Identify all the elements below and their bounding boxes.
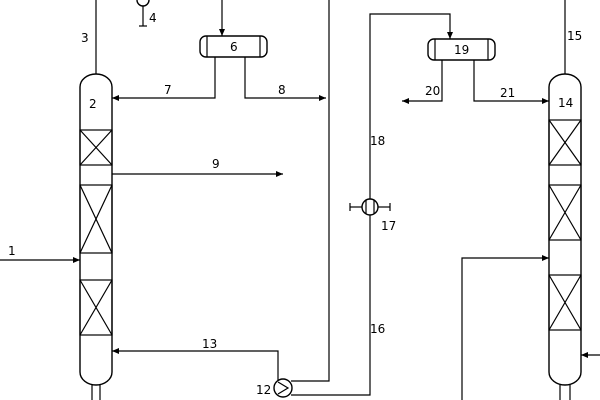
column-2-packing-middle xyxy=(79,184,113,254)
label-2: 2 xyxy=(89,97,97,111)
label-1: 1 xyxy=(8,244,16,258)
column-14-shell xyxy=(548,73,582,386)
label-6: 6 xyxy=(230,40,238,54)
heat-exchanger-12 xyxy=(273,378,293,398)
stream-16-18 xyxy=(291,13,453,396)
label-14: 14 xyxy=(558,96,573,110)
column-2-packing-upper xyxy=(79,129,113,166)
reflux-drum-19 xyxy=(427,38,496,61)
column-14-feed-line xyxy=(461,255,549,400)
stream-7 xyxy=(112,57,216,101)
stream-21 xyxy=(473,60,549,104)
label-16: 16 xyxy=(370,322,385,336)
label-9: 9 xyxy=(212,157,220,171)
stream-9 xyxy=(112,171,283,177)
label-18: 18 xyxy=(370,134,385,148)
stream-13 xyxy=(112,348,279,380)
column-14-packing-upper xyxy=(548,119,582,166)
label-4: 4 xyxy=(149,11,157,25)
label-19: 19 xyxy=(454,43,469,57)
stream-1 xyxy=(0,257,80,263)
reflux-drum-6 xyxy=(199,0,268,58)
instrument-4 xyxy=(136,0,150,27)
column-2-shell xyxy=(79,73,113,386)
label-7: 7 xyxy=(164,83,172,97)
column-14-packing-lower xyxy=(548,274,582,331)
label-3: 3 xyxy=(81,31,89,45)
stream-20 xyxy=(402,60,443,104)
label-8: 8 xyxy=(278,83,286,97)
column-14-packing-middle xyxy=(548,184,582,241)
exchanger-17 xyxy=(349,198,391,216)
column-2-packing-lower xyxy=(79,279,113,336)
stream-to-exchanger-12 xyxy=(291,0,330,382)
label-17: 17 xyxy=(381,219,396,233)
label-12: 12 xyxy=(256,383,271,397)
column-14 xyxy=(548,0,600,400)
column-2 xyxy=(79,0,113,400)
label-21: 21 xyxy=(500,86,515,100)
stream-8 xyxy=(244,57,326,101)
label-20: 20 xyxy=(425,84,440,98)
label-15: 15 xyxy=(567,29,582,43)
label-13: 13 xyxy=(202,337,217,351)
